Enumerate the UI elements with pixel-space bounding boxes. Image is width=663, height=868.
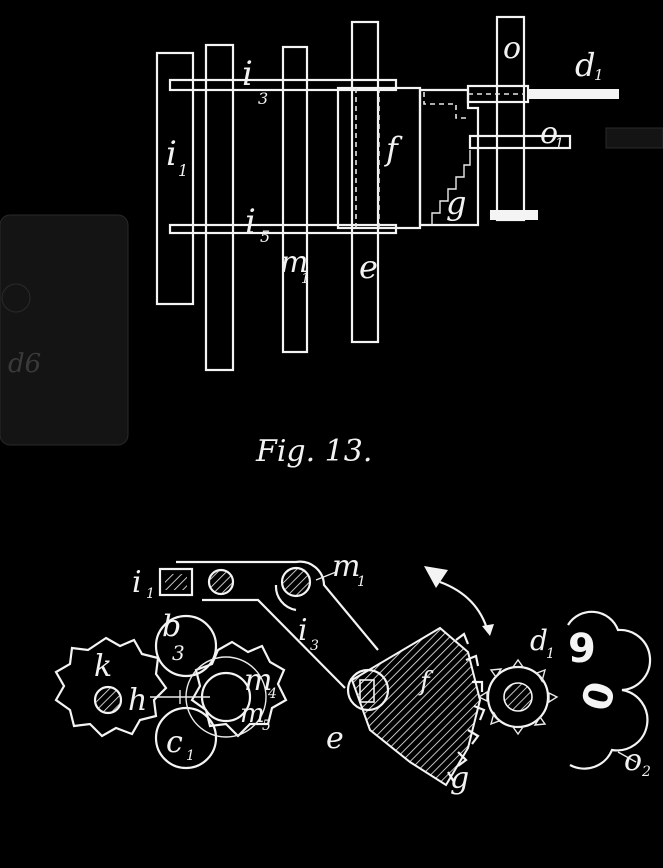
label-b-d1: d [530,624,548,657]
digit-0: 0 [574,677,626,716]
label-b-m5-sub: 5 [262,718,271,734]
digit-9: 9 [568,626,596,672]
label-b-i3-sub: 3 [310,638,319,654]
label-i3: i [242,54,253,94]
label-b-o2-sub: 2 [641,764,651,780]
label-b-c1-sub: 1 [186,748,195,764]
label-i3-sub: 3 [258,89,268,108]
label-b-m1-sub: 1 [357,574,366,590]
gear-m4 [190,640,288,738]
label-o1: o [540,116,558,151]
ghost-label-d6: d6 [8,349,41,379]
label-i1-sub: 1 [178,161,188,180]
shaft-i1 [155,51,195,306]
label-g: g [446,184,466,222]
label-b-m1: m [332,549,360,584]
label-b-m4: m [244,663,272,698]
label-b-g: g [450,761,469,796]
number-wheel-o2 [567,610,652,770]
label-b-i1: i [132,565,142,600]
label-b-m5: m [240,699,265,729]
label-f: f [384,130,403,168]
label-o1-sub: 1 [555,136,564,152]
label-b-o2: o [624,743,642,778]
label-b-b3-sub: 3 [172,641,185,665]
shaft-m1 [281,45,309,354]
top-labels: i 1 i 3 i 5 m 1 f e g o d 1 o 1 [166,31,604,287]
label-b-m4-sub: 4 [267,686,277,702]
label-d1: d [575,46,595,84]
rotation-arrow [439,580,490,633]
label-d1-sub: 1 [594,66,604,84]
top-assembly [155,15,619,372]
label-e: e [359,248,378,286]
label-i5-sub: 5 [260,227,270,246]
label-i5: i [245,202,256,242]
shaft-e [350,20,380,344]
wheel-b3 [154,614,218,678]
label-b-d1-sub: 1 [546,646,555,662]
label-b-h: h [128,683,147,718]
ghost-artifacts: d6 [0,127,663,446]
figure-caption: Fig. 13. [255,434,372,469]
label-b-b3: b [162,609,181,644]
bottom-labels: i 1 m 1 i 3 k h b 3 m 4 m 5 c 1 e f g d … [94,549,651,796]
label-b-i1-sub: 1 [146,586,155,602]
wheel-c1 [154,706,218,770]
bar-i3 [168,78,398,92]
bottom-assembly [54,560,652,787]
rod-d1 [527,89,619,99]
arm-o1 [468,134,572,150]
gear-k [54,636,168,738]
label-i1: i [166,134,177,174]
label-m1: m [280,245,308,280]
shaft-left [204,43,235,372]
label-b-k: k [94,649,112,684]
label-o: o [503,31,521,66]
hatched-sector-f [350,626,482,787]
label-m1-sub: 1 [301,271,310,287]
label-b-e: e [326,721,344,756]
label-b-i3: i [298,613,308,648]
label-b-c1: c [166,725,183,760]
lever-i1-m1 [176,560,379,689]
